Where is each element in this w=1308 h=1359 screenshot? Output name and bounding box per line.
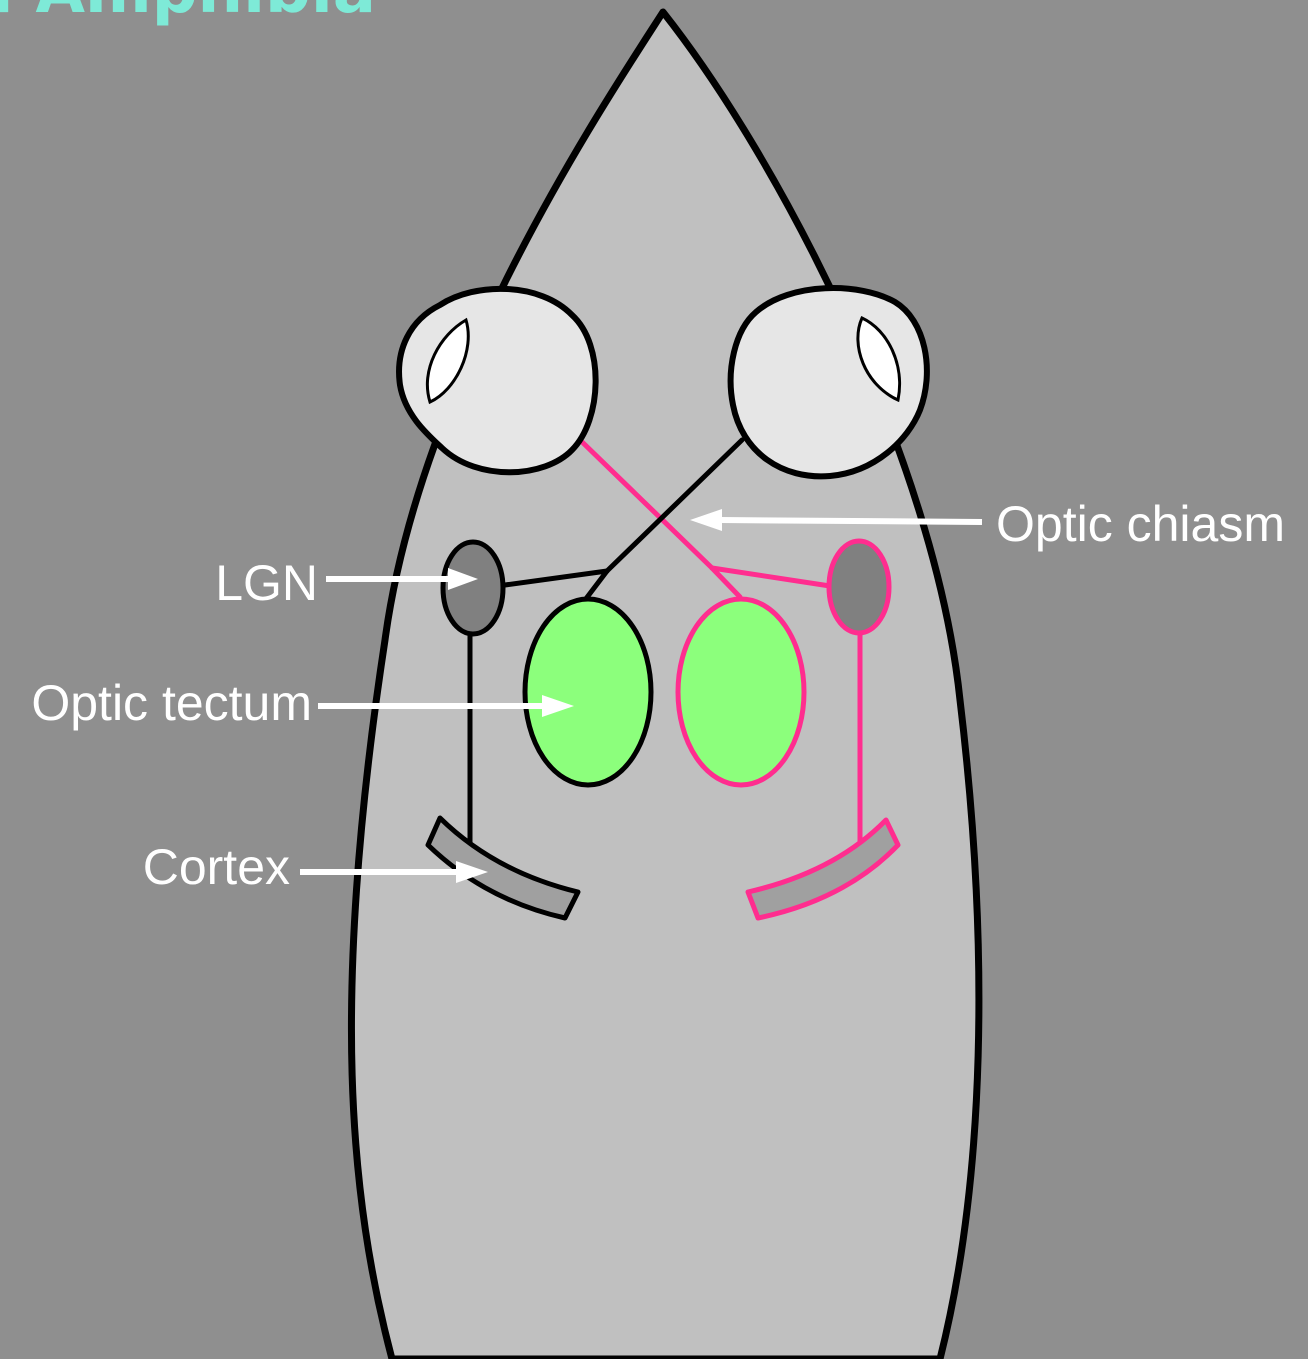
right-optic-tectum [678,599,804,785]
optic-tectum-label: Optic tectum [31,675,312,731]
right-lgn [829,541,889,633]
cortex-label: Cortex [143,839,290,895]
lgn-label: LGN [215,555,318,611]
left-optic-tectum [525,599,651,785]
slide-title: a Amphibia [0,0,376,28]
optic-chiasm-arrow-shaft [720,520,982,522]
optic-chiasm-label: Optic chiasm [996,496,1285,552]
